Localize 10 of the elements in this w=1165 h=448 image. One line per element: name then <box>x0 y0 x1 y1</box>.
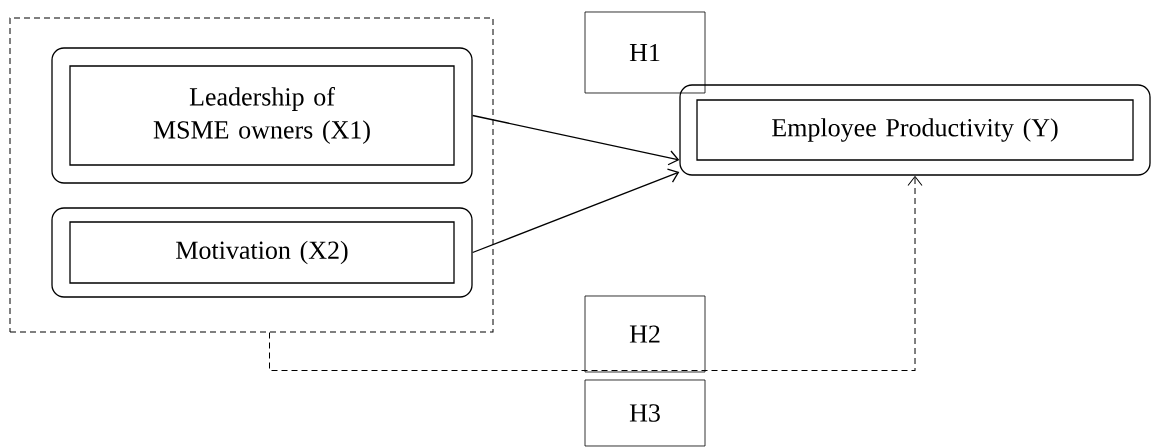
arrow <box>269 175 923 371</box>
variable-box: Leadership of MSME owners (X1) <box>51 47 473 184</box>
variable-box: Motivation (X2) <box>51 207 473 298</box>
arrow <box>472 114 680 166</box>
hypothesis-box: H2 <box>584 295 706 373</box>
arrow <box>472 168 680 254</box>
hypothesis-box: H3 <box>584 379 706 447</box>
hypothesis-box: H1 <box>584 11 706 94</box>
dashed-group-box <box>9 17 494 333</box>
variable-box: Employee Productivity (Y) <box>679 84 1151 176</box>
